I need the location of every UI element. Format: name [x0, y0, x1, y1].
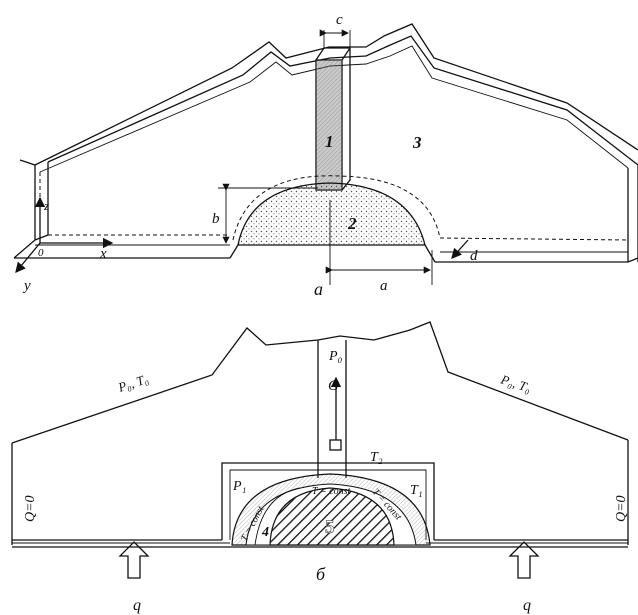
zone-5 — [269, 487, 395, 546]
caption-a: a — [314, 279, 323, 299]
label-q0-left: Q=0 — [23, 495, 38, 522]
left-end-face — [13, 159, 49, 259]
chamber-inner — [229, 469, 427, 540]
base-mid-edge — [35, 244, 628, 253]
label-tconst-center: T = const — [312, 486, 350, 497]
right-end-face — [627, 165, 638, 263]
zone-4-boundary — [254, 487, 301, 546]
surface-profile-back — [47, 35, 638, 166]
cavity-front-lip — [229, 244, 436, 263]
label-b: b — [212, 211, 220, 227]
label-origin: 0 — [38, 247, 44, 259]
label-t1: T₁ — [410, 483, 423, 498]
label-t2: T₂ — [370, 450, 383, 465]
label-c: c — [336, 12, 343, 28]
section-borehole — [317, 340, 347, 478]
base-front-edge — [14, 257, 628, 263]
label-p0-top: P₀ — [328, 349, 343, 364]
y-axis-arrow — [15, 242, 41, 274]
label-2: 2 — [347, 214, 357, 233]
caption-b: б — [316, 564, 326, 584]
label-x: x — [99, 246, 107, 262]
label-1: 1 — [325, 132, 334, 151]
label-5: 5 — [325, 517, 335, 538]
figure-a: c 1 2 3 b x y z 0 d a a — [13, 12, 638, 299]
label-z: z — [43, 198, 49, 213]
dim-d-arrow — [451, 239, 469, 259]
heat-flux-arrow-right — [508, 541, 540, 579]
surface-profile-front — [34, 23, 638, 166]
cavity-dome — [237, 182, 426, 246]
g-box — [329, 439, 342, 451]
label-3: 3 — [412, 133, 422, 152]
label-g: G — [328, 378, 339, 394]
label-4: 4 — [261, 525, 269, 540]
label-d: d — [470, 248, 478, 264]
section-surface — [11, 321, 629, 444]
surface-profile-edge — [39, 45, 629, 173]
chamber-outer — [221, 462, 435, 540]
base-back-edge — [48, 234, 629, 241]
label-p0t0-left: P₀, T₀ — [115, 371, 150, 395]
heat-flux-arrow-left — [118, 541, 150, 579]
label-q0-right: Q=0 — [614, 495, 629, 522]
borehole-shade — [316, 60, 342, 190]
label-q-left: q — [133, 597, 141, 614]
figure-b: P₀ G T₂ P₁ T₁ P₀, T₀ P₀, T₀ Q=0 Q=0 T = … — [11, 321, 629, 614]
label-a-dim: a — [380, 278, 388, 294]
label-p1: P₁ — [232, 479, 246, 494]
label-q-right: q — [523, 597, 531, 614]
label-y: y — [22, 278, 31, 294]
label-p0t0-right: P₀, T₀ — [498, 371, 533, 395]
cavity-outer-boundary — [232, 175, 441, 241]
